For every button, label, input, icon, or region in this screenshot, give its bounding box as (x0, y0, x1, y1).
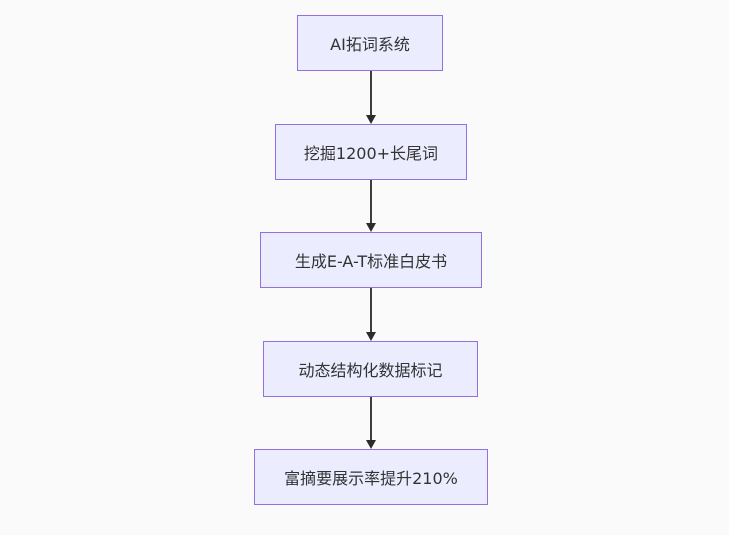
node-label: AI拓词系统 (330, 35, 410, 54)
node-label: 富摘要展示率提升210% (284, 469, 458, 488)
flow-edge-1 (366, 71, 376, 124)
arrowhead-down-icon (366, 332, 376, 341)
arrowhead-down-icon (366, 223, 376, 232)
arrowhead-down-icon (366, 115, 376, 124)
arrowhead-down-icon (366, 440, 376, 449)
edge-line (370, 288, 372, 332)
flow-edge-3 (366, 288, 376, 341)
flow-edge-4 (366, 397, 376, 449)
flowchart-node-eat-whitepaper: 生成E-A-T标准白皮书 (260, 232, 482, 288)
node-label: 动态结构化数据标记 (298, 361, 443, 380)
flowchart-node-ai-word-system: AI拓词系统 (297, 15, 443, 71)
flowchart-node-rich-snippet-result: 富摘要展示率提升210% (254, 449, 488, 505)
flowchart-node-structured-data-markup: 动态结构化数据标记 (263, 341, 478, 397)
edge-line (370, 180, 372, 223)
flowchart-node-longtail-mining: 挖掘1200+长尾词 (275, 124, 467, 180)
flow-edge-2 (366, 180, 376, 232)
node-label: 生成E-A-T标准白皮书 (294, 252, 448, 271)
edge-line (370, 397, 372, 440)
node-label: 挖掘1200+长尾词 (303, 144, 439, 163)
edge-line (370, 71, 372, 115)
